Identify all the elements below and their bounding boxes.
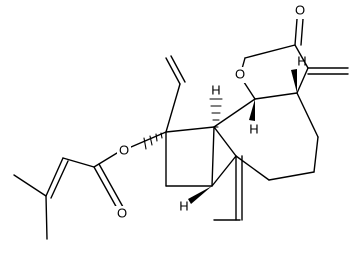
seven-ring [213,92,319,221]
bond-c-ch2-double [170,55,186,83]
bond-c-o-double [98,163,124,208]
bond [313,136,319,173]
ester-oxygen-label: O [119,142,129,157]
bond-c-c-double [50,160,69,199]
hash-bond-ester [143,131,167,150]
ester-chain [13,131,167,240]
hydrogen-label-c8: H [297,53,306,68]
bond [165,126,215,133]
bond-c-o-double [294,18,298,46]
hash-bond [209,98,223,128]
hydrogen-label-c6: H [249,121,258,136]
bond-c-c [244,44,296,59]
bond [268,171,315,181]
five-ring [165,55,237,187]
bond [211,155,237,187]
bond-o-c [93,152,118,168]
bond [211,126,215,187]
ring-oxygen-label: O [235,66,245,81]
bond-c-ch2-double [165,57,181,85]
ester-carbonyl-oxygen-label: O [117,205,127,220]
bond-c-c [296,67,309,94]
bond-c-c [294,44,309,69]
bond [213,98,256,128]
stereo-bonds [143,69,297,204]
bond-methyl [45,195,48,240]
bond-c-o-double [300,18,304,46]
bond [235,155,270,181]
wedge-bond [249,99,255,121]
wedge-bond [188,186,212,204]
wedge-bond [291,69,297,93]
hydrogen-label-c7: H [211,82,220,97]
hydrogen-label-c1: H [179,198,188,213]
atom-labels: O O O O H H H H [115,2,307,222]
bond-c-c [62,157,95,168]
bond-c-c-double [45,157,64,197]
bond [296,92,319,138]
bond [165,83,181,133]
bond-c-o [130,131,167,148]
lactone-carbonyl-oxygen-label: O [295,2,305,17]
bond [213,126,237,157]
bond-c-o-double [93,166,119,211]
bond-c-c [254,92,298,100]
bond-methyl [13,174,47,197]
lactone-ring [239,18,349,100]
